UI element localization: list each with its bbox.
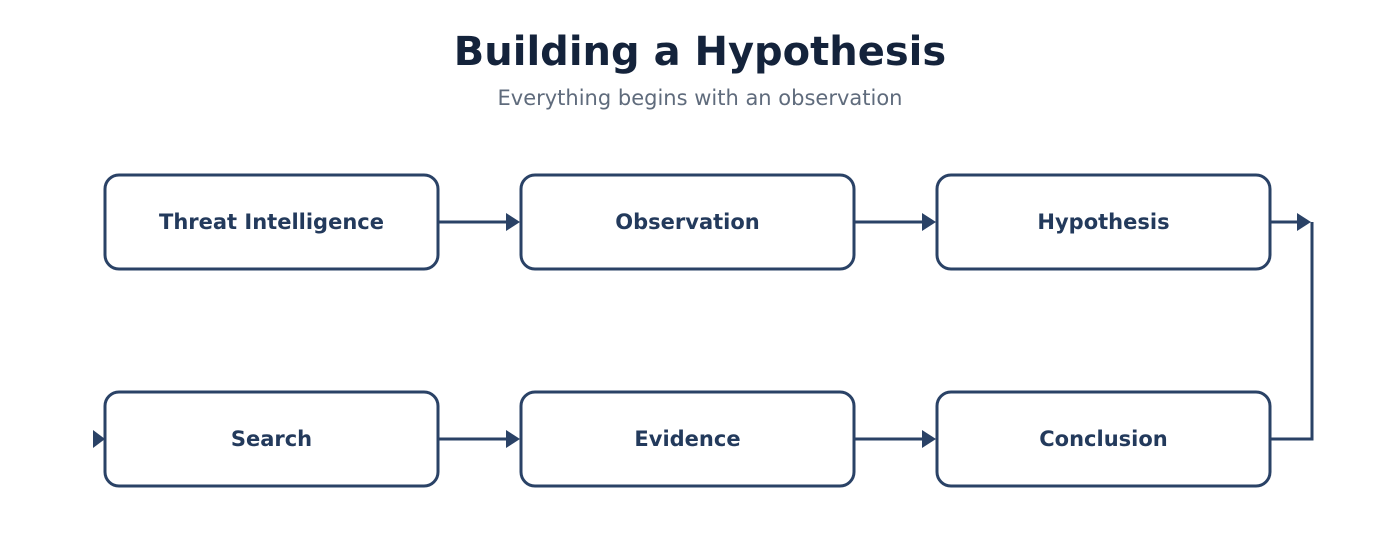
edge-hypothesis-to-conclusion [1270, 222, 1314, 441]
arrowhead-icon [506, 213, 520, 231]
node-label: Conclusion [1039, 427, 1167, 451]
node-threat-intelligence: Threat Intelligence [103, 173, 440, 271]
node-label: Hypothesis [1037, 210, 1169, 234]
node-observation: Observation [519, 173, 856, 271]
page-subtitle: Everything begins with an observation [497, 86, 903, 110]
node-label: Search [231, 427, 312, 451]
node-label: Evidence [634, 427, 740, 451]
arrowhead-icon [93, 430, 105, 448]
arrowhead-icon [922, 430, 936, 448]
node-search: Search [103, 390, 440, 488]
connectors [93, 213, 1314, 448]
arrowhead-icon [1297, 213, 1311, 231]
node-evidence: Evidence [519, 390, 856, 488]
node-hypothesis: Hypothesis [935, 173, 1272, 271]
arrowhead-icon [922, 213, 936, 231]
node-conclusion: Conclusion [935, 390, 1272, 488]
node-label: Threat Intelligence [159, 210, 384, 234]
arrowhead-icon [506, 430, 520, 448]
node-label: Observation [615, 210, 759, 234]
page-title: Building a Hypothesis [453, 29, 947, 75]
